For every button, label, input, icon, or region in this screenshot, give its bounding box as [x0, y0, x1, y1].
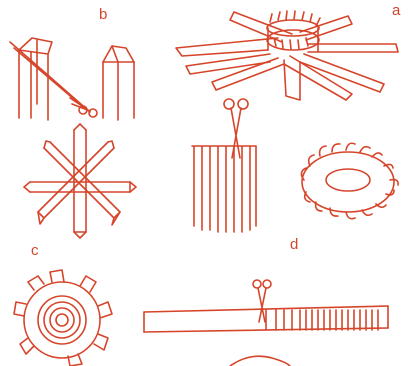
scissors-icon-fringe	[224, 99, 248, 158]
tube-star-small	[24, 124, 136, 238]
curled-fringe-ring	[301, 143, 398, 219]
cutting-line	[10, 42, 90, 112]
rolled-strip-right	[103, 46, 134, 120]
scissors-icon-d	[253, 280, 271, 322]
long-fringe-strip	[144, 306, 388, 332]
coiled-flower	[14, 270, 112, 366]
partial-shape-bottom	[230, 356, 290, 366]
rolled-strip-left	[19, 38, 52, 120]
scissors-icon-b	[70, 98, 97, 117]
tube-star-large	[176, 11, 398, 100]
fringe-strip	[192, 146, 256, 232]
